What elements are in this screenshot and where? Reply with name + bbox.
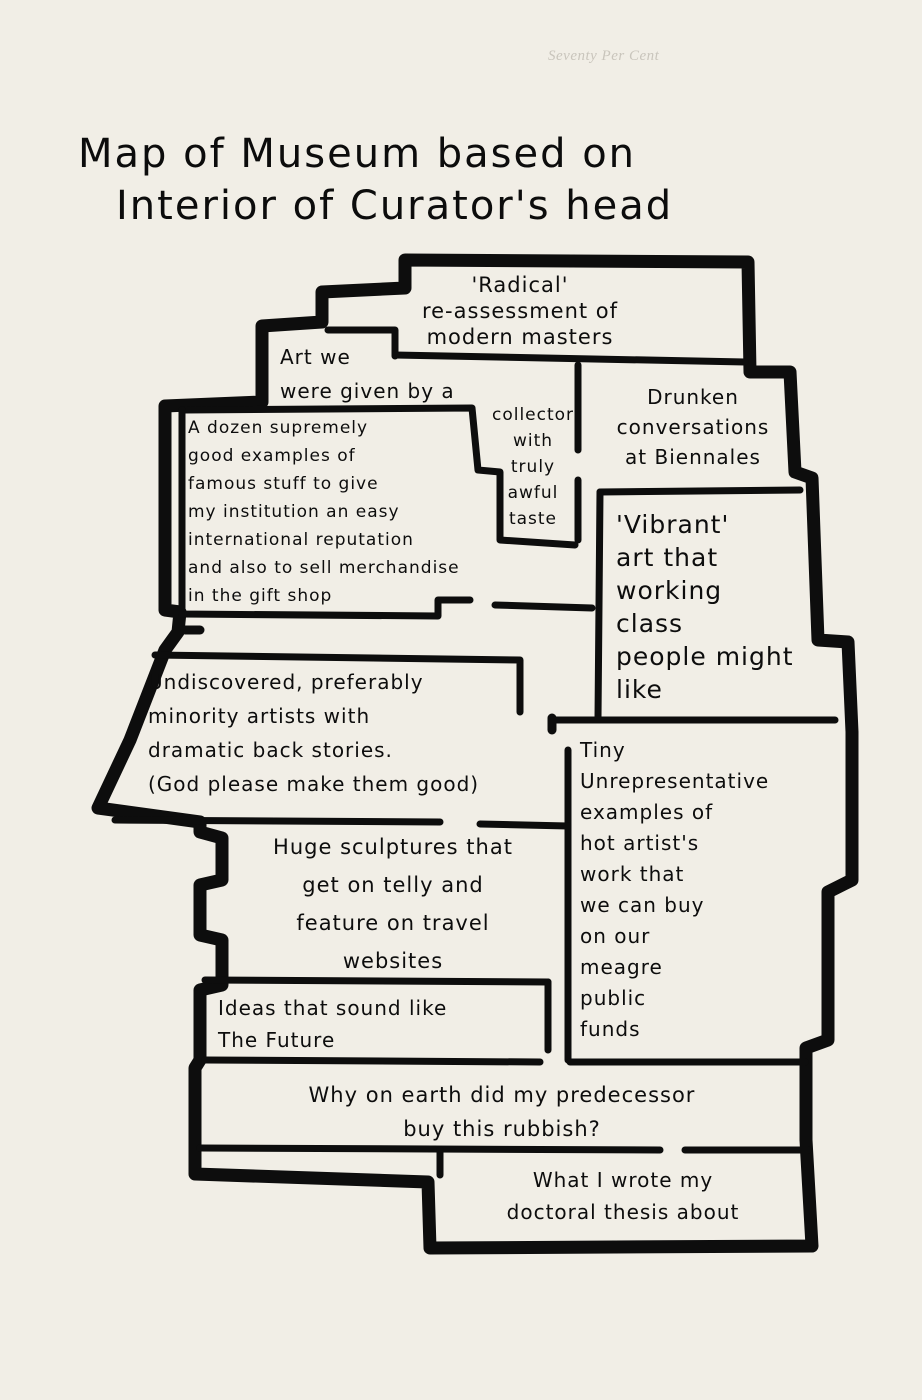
room-art-we-were-given: Art we were given by a xyxy=(280,345,455,403)
room-ideas-future: Ideas that sound like The Future xyxy=(218,996,448,1052)
wall-ideas-bottom xyxy=(201,1056,544,1066)
title-line-2: Interior of Curator's head xyxy=(116,183,674,229)
room-undiscovered-artists: Undiscovered, preferably minority artist… xyxy=(148,670,480,796)
running-header: Seventy Per Cent xyxy=(548,48,660,64)
map-title: Map of Museum based on Interior of Curat… xyxy=(78,128,838,232)
room-drunken-conversations: Drunken conversations at Biennales xyxy=(616,385,770,469)
room-doctoral-thesis: What I wrote my doctoral thesis about xyxy=(506,1168,740,1224)
room-dozen-examples: A dozen supremely good examples of famou… xyxy=(188,418,460,606)
title-line-1: Map of Museum based on xyxy=(78,131,637,177)
room-predecessor-rubbish: Why on earth did my predecessor buy this… xyxy=(308,1083,696,1141)
wall-undiscovered-top xyxy=(151,651,524,716)
wall-predecessor-bottom xyxy=(196,1144,664,1154)
wall-radical-left xyxy=(324,326,399,360)
wall-dozen-top xyxy=(181,404,579,549)
wall-dozen-right xyxy=(491,601,596,612)
wall-huge-ideas xyxy=(201,976,552,986)
wall-vibrant-left xyxy=(594,488,604,722)
room-vibrant-art: 'Vibrant' art that working class people … xyxy=(616,510,794,704)
room-radical-reassessment: 'Radical' re-assessment of modern master… xyxy=(421,273,619,349)
room-tiny-examples: Tiny Unrepresentative examples of hot ar… xyxy=(580,738,770,1041)
wall-undiscovered-bottom xyxy=(111,816,444,826)
wall-dozen-bottom xyxy=(178,406,474,620)
outer-wall xyxy=(91,253,859,1255)
room-awful-collector: collector with truly awful taste xyxy=(491,405,575,529)
room-huge-sculptures: Huge sculptures that get on telly and fe… xyxy=(273,835,513,973)
wall-undiscovered-bottom-2 xyxy=(476,820,572,830)
wall-vibrant-top xyxy=(596,486,804,496)
wall-radical-bottom xyxy=(391,351,749,366)
